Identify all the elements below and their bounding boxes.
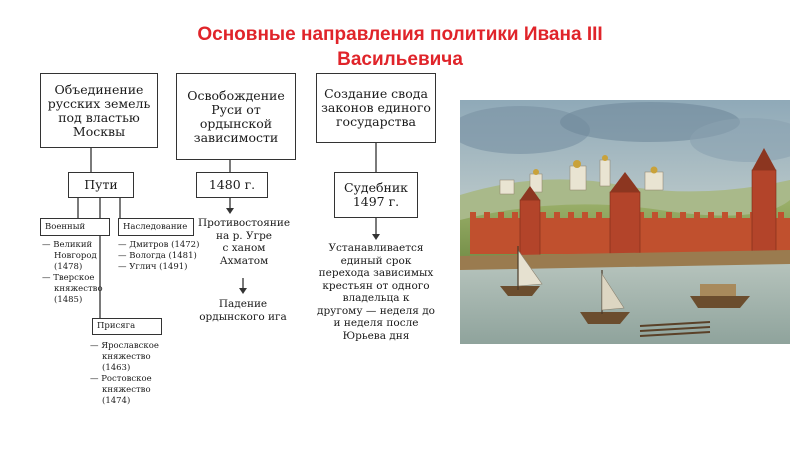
arrowhead: [372, 234, 380, 240]
text-ugra-standoff: Противостояние на р. Угре с ханом Ахмато…: [197, 217, 291, 267]
list-oath: — Ярославское княжество (1463) — Ростовс…: [90, 341, 159, 406]
box-military: Военный: [40, 218, 110, 236]
kremlin-illustration: [460, 100, 790, 344]
kremlin-painting: [460, 100, 790, 344]
box-oath: Присяга: [92, 318, 162, 335]
page-title: Основные направления политики Ивана III …: [150, 22, 650, 72]
box-1480: 1480 г.: [196, 172, 268, 198]
title-line-2: Васильевича: [337, 49, 463, 70]
text-yoke-fall: Падение ордынского ига: [199, 298, 287, 323]
box-ways: Пути: [68, 172, 134, 198]
text-st-george-rule: Устанавливается единый срок перехода зав…: [316, 242, 436, 342]
title-line-1: Основные направления политики Ивана III: [197, 24, 603, 45]
list-military: — Великий Новгород (1478) — Тверское кня…: [42, 240, 103, 305]
header-law-code: Создание свода законов единого государст…: [316, 73, 436, 143]
list-inheritance: — Дмитров (1472) — Вологда (1481) — Угли…: [118, 240, 200, 272]
arrowhead: [226, 208, 234, 214]
arrowhead: [239, 288, 247, 294]
header-unification: Объединение русских земель под властью М…: [40, 73, 158, 148]
box-inheritance: Наследование: [118, 218, 194, 236]
box-sudebnik: Судебник 1497 г.: [334, 172, 418, 218]
header-liberation: Освобождение Руси от ордынской зависимос…: [176, 73, 296, 160]
